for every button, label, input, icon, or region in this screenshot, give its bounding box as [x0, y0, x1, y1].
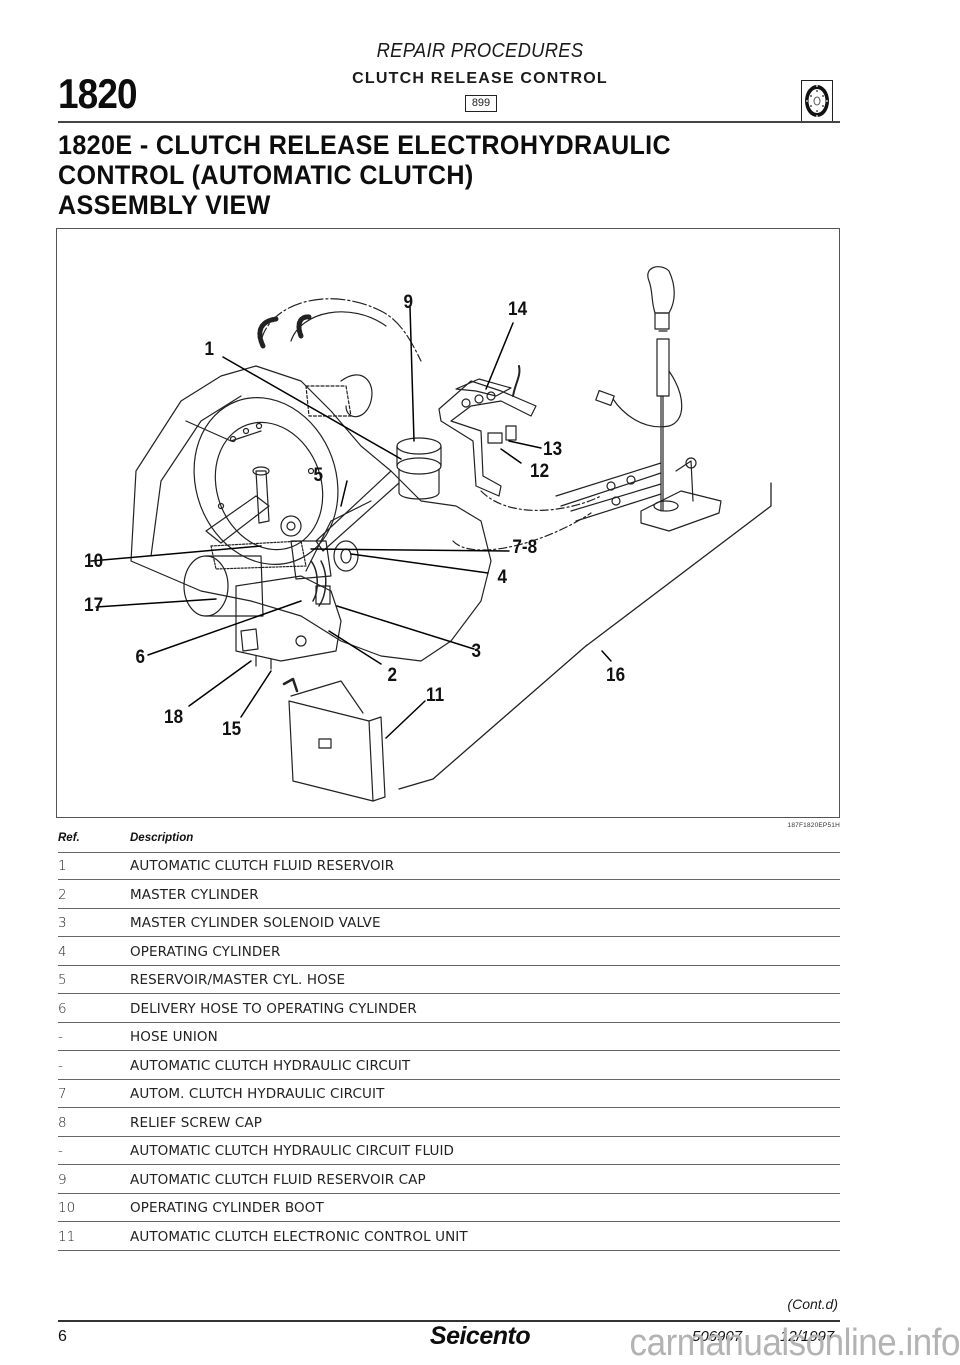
row-ref: - [58, 1143, 63, 1159]
table-row-divider [58, 1164, 840, 1165]
row-description: RESERVOIR/MASTER CYL. HOSE [130, 972, 346, 988]
wiring-harness [257, 314, 312, 349]
row-ref: 7 [58, 1086, 67, 1102]
table-row-divider [58, 879, 840, 880]
operating-cylinder [333, 540, 359, 572]
row-description: MASTER CYLINDER [130, 886, 259, 903]
continued-note: (Cont.d) [787, 1296, 838, 1312]
row-description: DELIVERY HOSE TO OPERATING CYLINDER [130, 1000, 417, 1017]
row-ref: 4 [58, 943, 67, 960]
shifter-connector [595, 389, 615, 407]
callout-18: 18 [164, 707, 184, 728]
row-ref: 10 [58, 1200, 76, 1216]
diagram-drawing [90, 266, 772, 802]
clutch-disc-icon [801, 80, 833, 122]
table-row-divider [58, 1221, 840, 1222]
table-row-divider [58, 1135, 840, 1137]
watermark: carmanualsonline.info [629, 1322, 960, 1364]
shifter-base [640, 490, 722, 532]
gear-knob [647, 266, 675, 314]
page-title: 1820E - CLUTCH RELEASE ELECTROHYDRAULIC … [58, 130, 671, 220]
header-divider-line [58, 852, 840, 853]
callout-16: 16 [606, 665, 626, 686]
callout-12: 12 [530, 461, 550, 482]
row-description: AUTOMATIC CLUTCH HYDRAULIC CIRCUIT [130, 1057, 411, 1074]
row-ref: - [58, 1057, 63, 1074]
row-description: AUTOMATIC CLUTCH FLUID RESERVOIR CAP [130, 1171, 426, 1188]
release-fork [205, 470, 270, 544]
row-description: AUTOMATIC CLUTCH FLUID RESERVOIR [130, 858, 395, 874]
document-number: 506907 [692, 1328, 743, 1345]
callout-13: 13 [543, 439, 563, 460]
callout-15: 15 [222, 719, 242, 740]
header-divider [58, 121, 840, 123]
callout-2: 2 [387, 665, 398, 686]
row-ref: 5 [58, 972, 67, 988]
row-description: HOSE UNION [130, 1029, 218, 1045]
linkage-cable [555, 462, 662, 522]
callout-3: 3 [471, 641, 482, 662]
table-row-divider [58, 1249, 840, 1251]
table-row-divider [58, 1021, 840, 1023]
row-description: MASTER CYLINDER SOLENOID VALVE [130, 915, 381, 931]
title-line-2: CONTROL (AUTOMATIC CLUTCH) [58, 160, 474, 190]
table-row-divider [58, 936, 840, 937]
callout-4: 4 [497, 567, 508, 588]
table-row-divider [58, 993, 840, 994]
table-row-divider [58, 1078, 840, 1080]
page-number: 6 [58, 1328, 67, 1345]
ecu-unit [288, 700, 374, 802]
leader-lines [90, 306, 612, 739]
row-ref: 8 [58, 1114, 67, 1131]
subcategory-heading: CLUTCH RELEASE CONTROL [352, 70, 608, 87]
table-row-divider [58, 1107, 840, 1108]
callout-11: 11 [426, 685, 445, 706]
callout-17: 17 [84, 595, 104, 616]
row-ref: 11 [58, 1228, 76, 1245]
callout-5: 5 [313, 465, 324, 486]
clutch-flange [193, 397, 339, 565]
row-ref: - [58, 1029, 63, 1045]
row-description: OPERATING CYLINDER [130, 943, 281, 960]
table-row-divider [58, 1050, 840, 1051]
title-line-3: ASSEMBLY VIEW [58, 190, 271, 220]
callout-14: 14 [508, 299, 528, 320]
row-description: RELIEF SCREW CAP [130, 1114, 262, 1131]
footer-divider [58, 1320, 840, 1322]
operating-cylinder-boot [210, 540, 307, 570]
model-code-badge: 899 [465, 95, 497, 112]
publication-date: 12/1997 [780, 1328, 835, 1345]
header-description: Description [130, 832, 194, 844]
cable-route [398, 482, 772, 790]
row-description: OPERATING CYLINDER BOOT [130, 1200, 324, 1216]
hydraulic-unit [235, 575, 342, 662]
category-heading: REPAIR PROCEDURES [376, 40, 584, 62]
assembly-diagram: 1 9 14 13 12 5 10 7-8 4 17 6 3 2 16 11 1… [56, 228, 840, 818]
table-row-divider [58, 1192, 840, 1194]
callout-1: 1 [204, 339, 215, 360]
table-row-divider [58, 964, 840, 966]
fluid-reservoir-cap [396, 437, 442, 455]
control-bracket [438, 380, 537, 497]
figure-code: 187F1820EP51H [787, 822, 840, 829]
callout-10: 10 [84, 551, 104, 572]
row-ref: 3 [58, 915, 67, 931]
header-ref: Ref. [58, 832, 80, 844]
row-ref: 1 [58, 858, 67, 874]
callout-7-8: 7-8 [512, 537, 538, 558]
title-line-1: 1820E - CLUTCH RELEASE ELECTROHYDRAULIC [58, 130, 672, 160]
row-ref: 9 [58, 1171, 67, 1188]
row-description: AUTOMATIC CLUTCH ELECTRONIC CONTROL UNIT [130, 1228, 468, 1245]
table-row-divider [58, 907, 840, 909]
row-ref: 6 [58, 1000, 67, 1017]
gearbox-housing [130, 365, 492, 662]
row-ref: 2 [58, 886, 67, 903]
callout-9: 9 [403, 292, 414, 313]
callout-6: 6 [135, 647, 146, 668]
brand-logo: Seicento [429, 1322, 531, 1350]
row-description: AUTOM. CLUTCH HYDRAULIC CIRCUIT [130, 1086, 385, 1102]
row-description: AUTOMATIC CLUTCH HYDRAULIC CIRCUIT FLUID [130, 1143, 455, 1159]
section-code: 1820 [58, 70, 138, 117]
